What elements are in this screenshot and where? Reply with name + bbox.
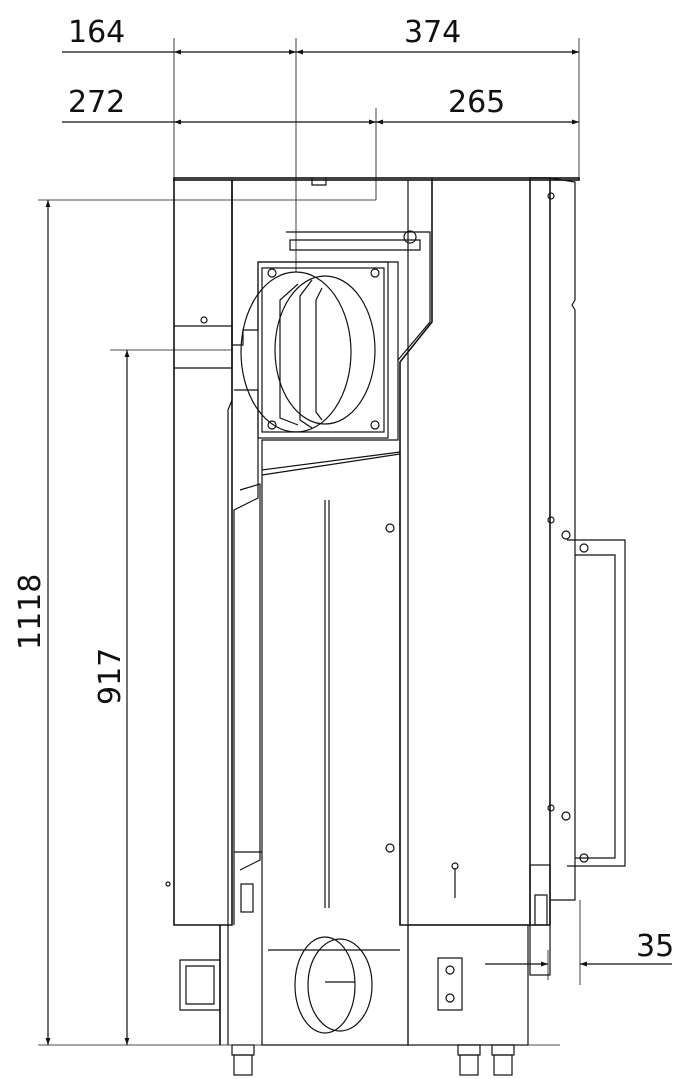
dim-second-right: 265 [448,85,505,120]
dim-top-right: 374 [404,15,461,50]
dim-inner-height: 917 [93,648,128,705]
dimension-lines [38,38,672,1046]
dim-second-left: 272 [68,85,125,120]
feet [231,1044,515,1076]
dim-top-left: 164 [68,15,125,50]
stove-body [165,177,626,1076]
dim-overall-height: 1118 [13,574,48,650]
dim-bottom-offset: 35 [636,929,674,964]
